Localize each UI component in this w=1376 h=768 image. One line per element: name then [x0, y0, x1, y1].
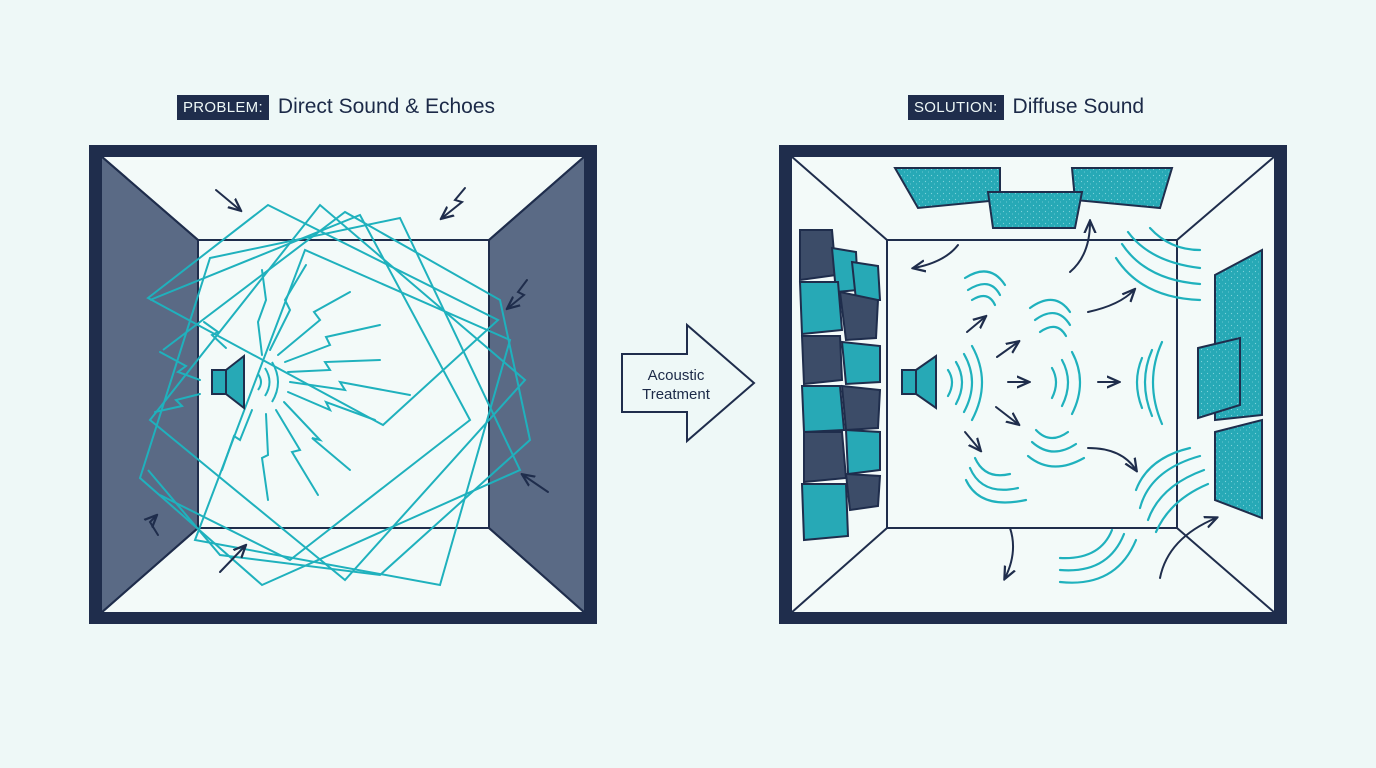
problem-tag: PROBLEM: [177, 94, 269, 120]
transition-label: Acoustic Treatment [622, 366, 730, 404]
solution-room [779, 145, 1287, 624]
ceiling-panels [893, 167, 1174, 229]
transition-arrow-icon [621, 322, 756, 444]
back-wall [197, 239, 490, 529]
solution-heading: SOLUTION: Diffuse Sound [908, 93, 1144, 121]
speaker-icon [901, 354, 937, 410]
problem-room [89, 145, 597, 624]
diffuse-waves [946, 226, 1210, 584]
echo-arrows [150, 187, 549, 573]
speaker-icon [211, 353, 279, 411]
left-diffuser-panels [798, 229, 882, 542]
transition-label-line2: Treatment [642, 386, 710, 403]
solution-title: Diffuse Sound [1012, 95, 1145, 118]
direct-sound-rays [154, 264, 411, 501]
transition-label-line1: Acoustic [647, 367, 705, 384]
right-wall-panels [1197, 248, 1263, 520]
problem-heading: PROBLEM: Direct Sound & Echoes [177, 93, 495, 121]
diffusion-arrows [914, 222, 1216, 578]
problem-title: Direct Sound & Echoes [277, 95, 496, 118]
solution-tag: SOLUTION: [908, 94, 1004, 120]
